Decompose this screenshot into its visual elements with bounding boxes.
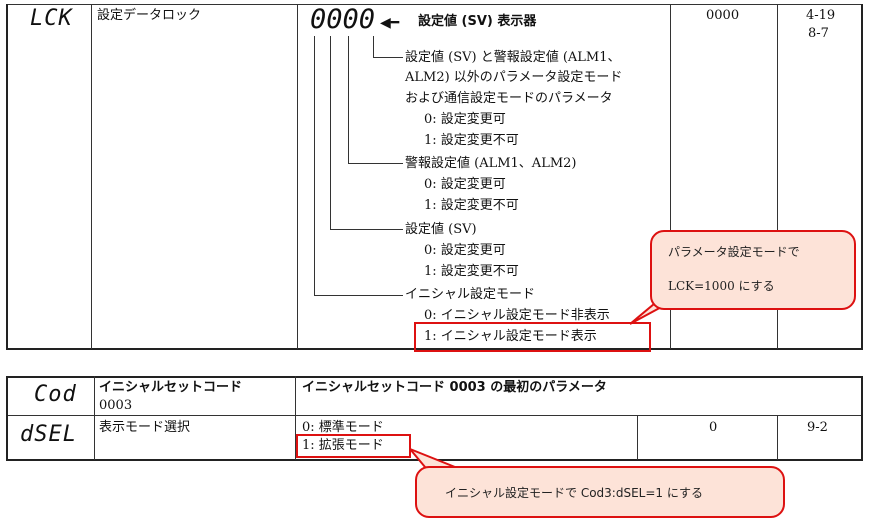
dsel-default: 0 xyxy=(709,420,718,435)
callout-dsel: イニシャル設定モードで Cod3:dSEL=1 にする xyxy=(415,466,785,518)
arrow-left-icon: ◀━ xyxy=(380,15,400,31)
group4-option1: 1: イニシャル設定モード表示 xyxy=(424,329,597,344)
group2-option0: 0: 設定変更可 xyxy=(424,177,506,192)
lck-code: LCK xyxy=(30,6,73,31)
lck-name: 設定データロック xyxy=(97,8,202,23)
callout-lck: パラメータ設定モードで LCK=1000 にする xyxy=(650,230,856,310)
group1-option0: 0: 設定変更可 xyxy=(424,112,506,127)
lck-display-digits: 0000 xyxy=(310,4,376,35)
cod-name: イニシャルセットコード xyxy=(99,380,243,395)
group1-line2: ALM2) 以外のパラメータ設定モード xyxy=(405,70,623,85)
dsel-name: 表示モード選択 xyxy=(99,420,191,435)
group4-line1: イニシャル設定モード xyxy=(405,287,536,302)
dsel-code: dSEL xyxy=(20,422,77,447)
dsel-option0: 0: 標準モード xyxy=(302,420,384,435)
callout1-line2: LCK=1000 にする xyxy=(668,279,775,293)
group3-option0: 0: 設定変更可 xyxy=(424,243,506,258)
group2-line1: 警報設定値 (ALM1、ALM2) xyxy=(405,156,577,171)
highlight-box-initial-display xyxy=(414,322,651,352)
highlight-box-extended-mode xyxy=(296,434,411,458)
group1-option1: 1: 設定変更不可 xyxy=(424,133,519,148)
group3-option1: 1: 設定変更不可 xyxy=(424,264,519,279)
group2-option1: 1: 設定変更不可 xyxy=(424,198,519,213)
group1-line3: および通信設定モードのパラメータ xyxy=(405,91,613,106)
sv-display-label: 設定値 (SV) 表示器 xyxy=(418,14,537,29)
dsel-option1: 1: 拡張モード xyxy=(302,438,384,453)
group1-line1: 設定値 (SV) と警報設定値 (ALM1、 xyxy=(405,50,621,65)
lck-page-1: 4-19 xyxy=(806,8,836,23)
cod-name-code: 0003 xyxy=(99,398,133,413)
callout1-line1: パラメータ設定モードで xyxy=(668,245,800,259)
lck-page-2: 8-7 xyxy=(808,26,829,41)
callout2-text: イニシャル設定モードで Cod3:dSEL=1 にする xyxy=(445,486,703,500)
dsel-page: 9-2 xyxy=(807,420,828,435)
cod-description: イニシャルセットコード 0003 の最初のパラメータ xyxy=(302,380,607,395)
group3-line1: 設定値 (SV) xyxy=(405,222,477,237)
lck-default: 0000 xyxy=(706,8,740,23)
cod-code: Cod xyxy=(34,382,77,407)
group4-option0: 0: イニシャル設定モード非表示 xyxy=(424,308,610,323)
